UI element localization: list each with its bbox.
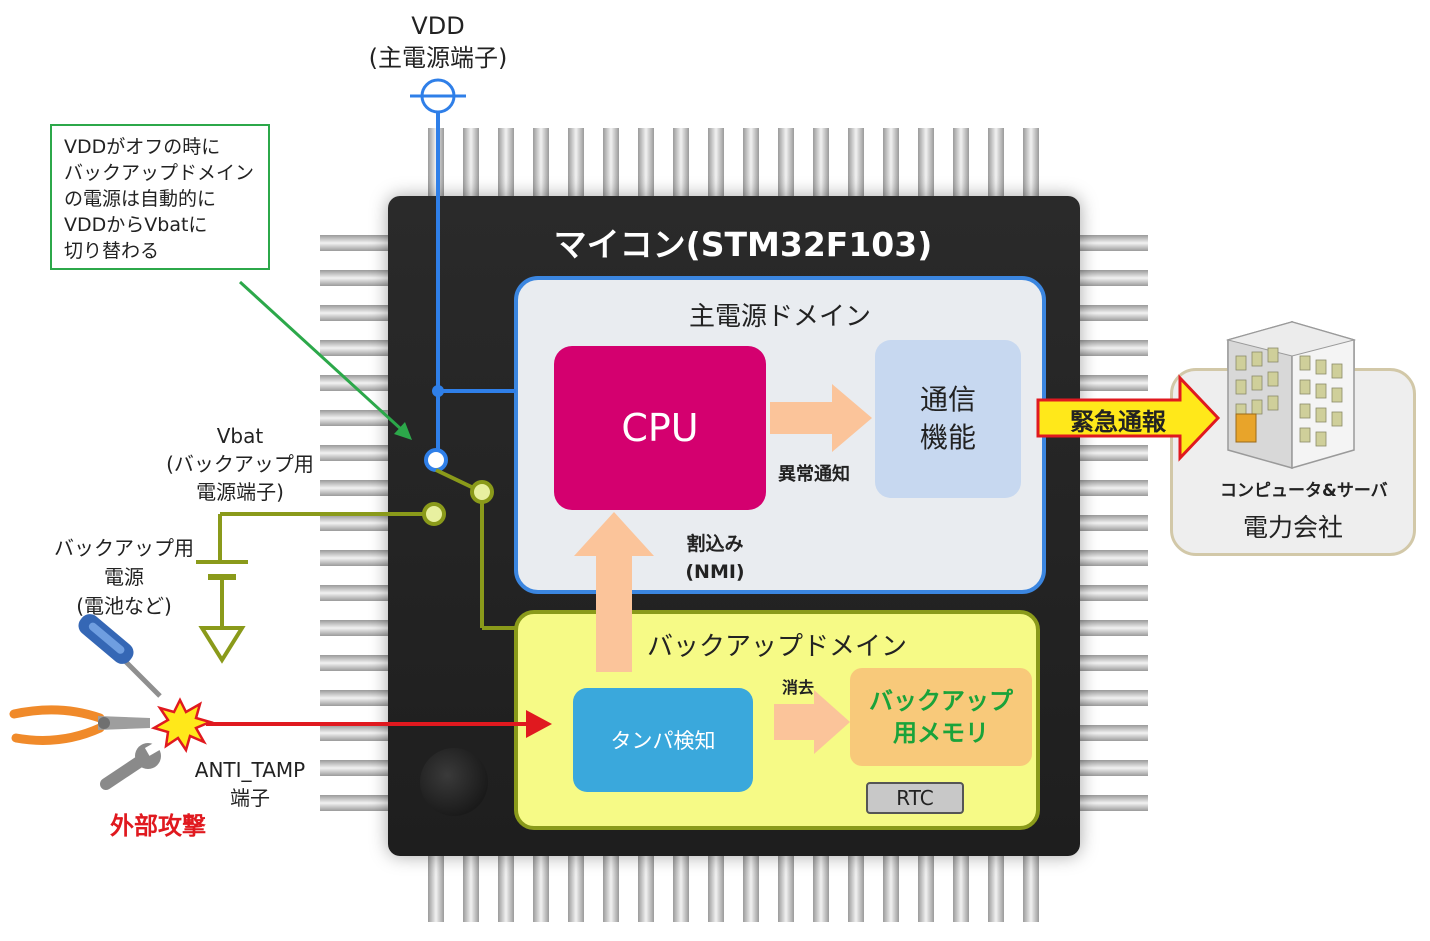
attack-line xyxy=(206,710,552,738)
battery-line1: バックアップ用 xyxy=(54,536,194,560)
communication-label-line1: 通信 xyxy=(919,383,976,416)
note-box: VDDがオフの時に バックアップドメイン の電源は自動的に VDDからVbatに… xyxy=(50,124,270,270)
vdd-junction-dot xyxy=(432,385,444,397)
vbat-terminal-contact xyxy=(422,502,446,526)
chip-pins-top xyxy=(428,128,1039,198)
power-company-name: 電力会社 xyxy=(1242,513,1343,542)
vbat-name: Vbat xyxy=(216,424,264,448)
power-company-sub: コンピュータ&サーバ xyxy=(1220,481,1388,501)
chip-pin1-dimple xyxy=(420,748,488,816)
note-line-1: VDDがオフの時に xyxy=(64,136,221,158)
chip-pins-left xyxy=(320,235,390,811)
cpu-block: CPU xyxy=(554,346,766,510)
switch-common-contact xyxy=(470,480,494,504)
vbat-label: Vbat (バックアップ用 電源端子) xyxy=(150,422,330,506)
interrupt-line1: 割込み xyxy=(686,533,744,555)
vbat-line2: (バックアップ用 xyxy=(166,452,314,476)
interrupt-label: 割込み (NMI) xyxy=(660,530,770,586)
vbat-line3: 電源端子) xyxy=(196,480,284,504)
wrench-icon xyxy=(100,741,162,790)
erase-arrow xyxy=(774,690,850,754)
vdd-desc: (主電源端子) xyxy=(368,44,508,72)
chip-title: マイコン(STM32F103) xyxy=(553,225,933,264)
interrupt-arrow xyxy=(574,512,654,672)
ground-symbol xyxy=(198,626,246,664)
backup-memory-block: バックアップ 用メモリ xyxy=(850,668,1032,766)
tamper-detect-block: タンパ検知 xyxy=(573,688,753,792)
backup-memory-line1: バックアップ xyxy=(869,687,1013,715)
external-attack-label: 外部攻撃 xyxy=(110,812,206,840)
chip-pins-bottom xyxy=(428,852,1039,922)
battery-label: バックアップ用 電源 (電池など) xyxy=(34,534,214,621)
emergency-label-front: 緊急通報 xyxy=(1070,408,1166,436)
anomaly-notify-label: 異常通知 xyxy=(778,464,850,485)
communication-label-line2: 機能 xyxy=(919,421,976,454)
battery-line3: (電池など) xyxy=(76,594,172,618)
screwdriver-icon xyxy=(78,614,162,698)
pliers-icon xyxy=(9,705,150,745)
note-line-4: VDDからVbatに xyxy=(64,214,208,236)
note-line-2: バックアップドメイン xyxy=(64,162,255,184)
anti-tamp-line2: 端子 xyxy=(230,786,270,810)
vdd-label: VDD (主電源端子) xyxy=(358,10,518,74)
communication-block: 通信 機能 xyxy=(875,340,1021,498)
battery-line2: 電源 xyxy=(104,565,144,589)
anomaly-notify-arrow xyxy=(770,384,872,452)
backup-memory-line2: 用メモリ xyxy=(893,719,989,747)
note-pointer-arrow xyxy=(238,280,412,440)
rtc-block: RTC xyxy=(866,782,964,814)
note-line-5: 切り替わる xyxy=(64,240,160,262)
explosion-icon xyxy=(150,697,214,753)
erase-label: 消去 xyxy=(782,678,815,697)
interrupt-line2: (NMI) xyxy=(685,561,745,583)
main-power-domain-label: 主電源ドメイン xyxy=(688,302,871,332)
vdd-name: VDD xyxy=(411,12,465,40)
vdd-wire xyxy=(436,112,516,458)
note-line-3: の電源は自動的に xyxy=(64,188,217,210)
anti-tamp-label: ANTI_TAMP 端子 xyxy=(180,756,320,812)
anti-tamp-line1: ANTI_TAMP xyxy=(194,758,306,782)
backup-domain-label: バックアップドメイン xyxy=(646,632,907,662)
